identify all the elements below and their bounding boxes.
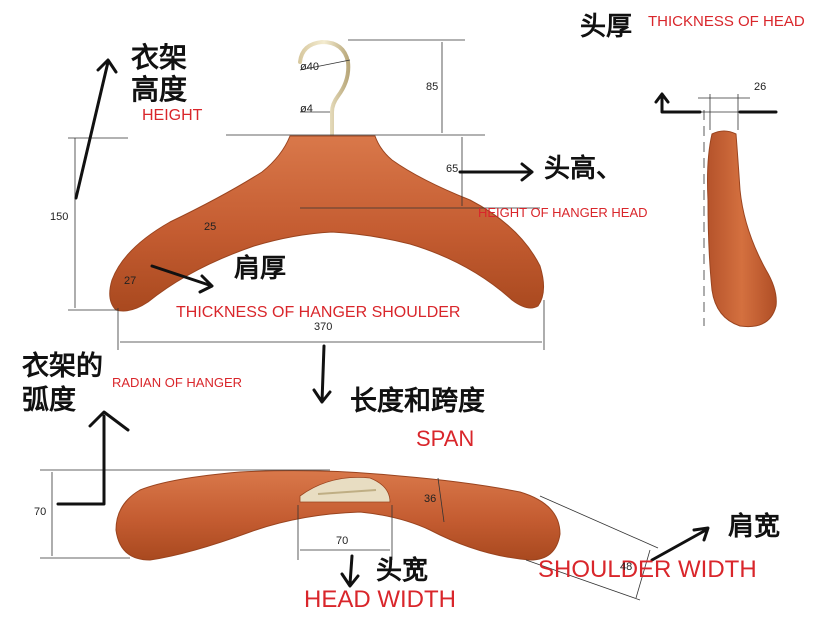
shoulder-width-value: 48 (620, 561, 633, 573)
top-shoulder-thickness-value: 36 (424, 493, 437, 505)
hanger-height-label-en: HEIGHT (142, 107, 203, 124)
total-height-value: 150 (50, 211, 69, 223)
shoulder-thickness-label-cn: 肩厚 (234, 254, 287, 284)
hanger-side-body (707, 130, 777, 328)
head-width-label-en: HEAD WIDTH (304, 586, 456, 613)
shoulder-width-arrow (650, 526, 710, 562)
front-dimension-lines (68, 39, 545, 350)
shoulder-thickness-arrow (150, 264, 214, 294)
head-height-label-cn: 头高、 (544, 154, 623, 184)
head-thickness-label-cn: 头厚 (580, 12, 633, 42)
top-dimension-lines (40, 469, 659, 601)
radian-label-cn: 衣架的弧度 (22, 351, 103, 416)
hanger-hook (298, 39, 351, 138)
span-value: 370 (314, 321, 333, 333)
shoulder-thickness-label-en: THICKNESS OF HANGER SHOULDER (176, 304, 461, 321)
annotation-arrows (56, 58, 778, 588)
wire-diameter-value: ø4 (300, 103, 313, 115)
head-width-label-cn: 头宽 (376, 556, 429, 586)
head-height-arrow (458, 162, 534, 182)
head-thickness-arrow (654, 92, 778, 114)
head-height-label-en: HEIGHT OF HANGER HEAD (478, 205, 648, 220)
radian-label-en: RADIAN OF HANGER (112, 375, 243, 390)
radian-height-value: 70 (34, 506, 47, 518)
shoulder-thickness-value: 27 (124, 275, 137, 287)
hanger-head-slot (299, 477, 391, 503)
shoulder-width-label-en: SHOULDER WIDTH (538, 556, 757, 583)
span-arrow (312, 344, 332, 404)
head-width-arrow (340, 554, 360, 588)
span-label-en: SPAN (416, 426, 475, 451)
hanger-height-label-cn: 衣架高度 (131, 41, 188, 106)
height-arrow (74, 58, 118, 200)
shoulder-width-label-cn: 肩宽 (728, 512, 781, 542)
neck-thickness-value: 25 (204, 221, 217, 233)
head-thickness-label-en: THICKNESS OF HEAD (648, 13, 805, 30)
hook-diameter-value: ø40 (300, 61, 319, 73)
radian-arrow (56, 410, 130, 506)
head-height-value: 65 (446, 163, 459, 175)
head-width-value: 70 (336, 535, 349, 547)
front-view-hanger (109, 39, 544, 312)
span-label-cn: 长度和跨度 (350, 386, 485, 417)
hanger-front-body (109, 135, 544, 312)
hanger-top-body (115, 470, 561, 561)
hook-height-value: 85 (426, 81, 439, 93)
side-view-hanger (703, 38, 777, 328)
head-thickness-value: 26 (754, 81, 767, 93)
top-view-hanger (115, 470, 561, 561)
